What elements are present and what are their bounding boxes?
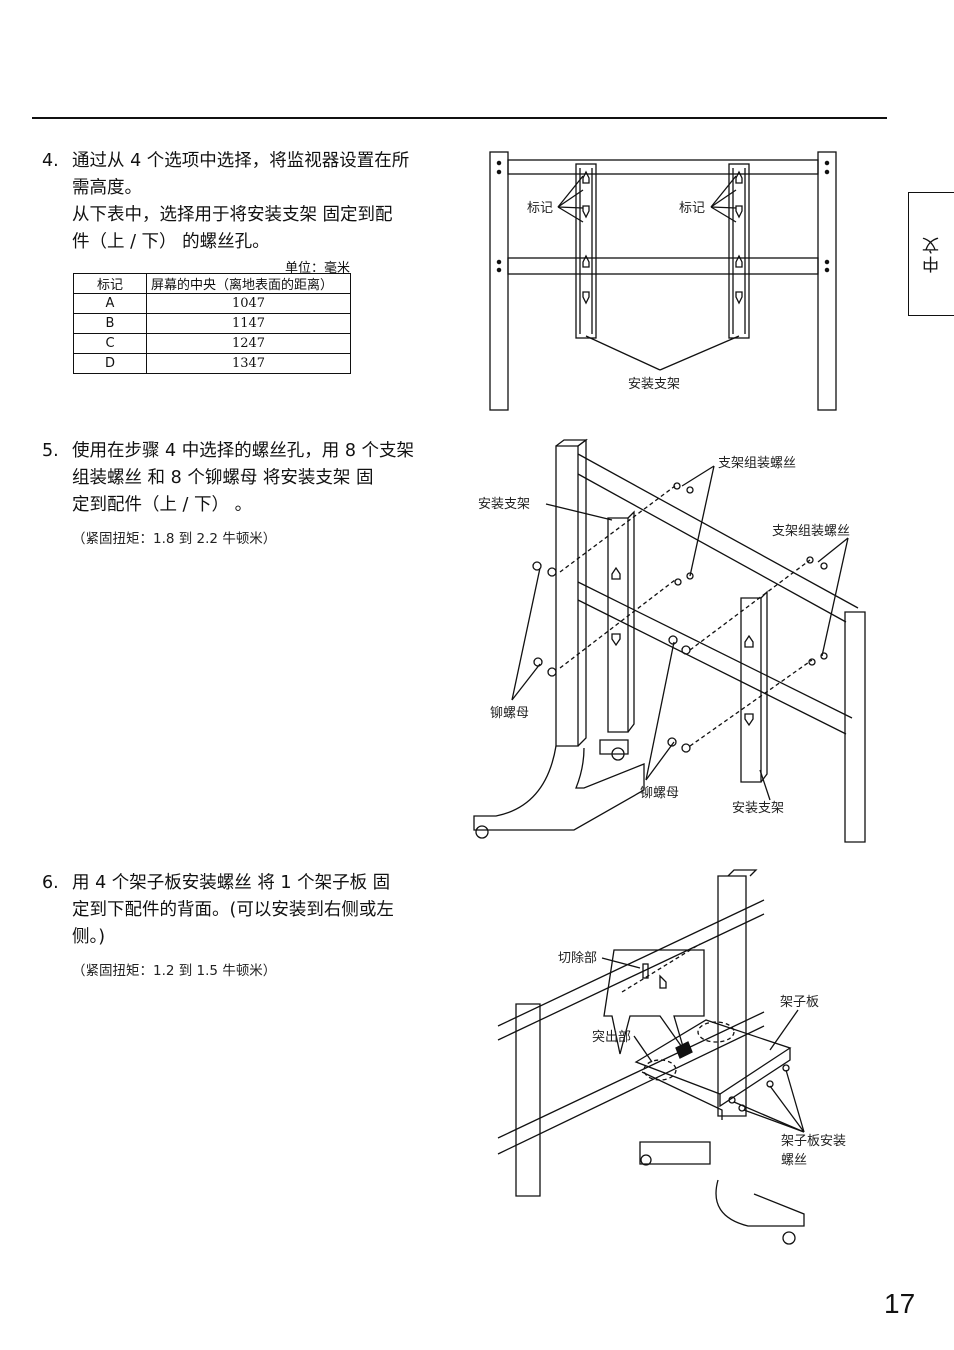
- figure-1-frame: [489, 151, 837, 411]
- table-row: C 1247: [73, 333, 351, 354]
- fig2-label-screws-right: 支架组装螺丝: [772, 524, 850, 539]
- fig1-label-mark-right: 标记: [679, 201, 705, 216]
- step-6-line-2: 定到下配件的背面。(可以安装到右侧或左: [72, 900, 394, 920]
- page-number: 17: [884, 1288, 916, 1319]
- fig3-label-protrusion: 突出部: [592, 1029, 631, 1045]
- header-rule: [32, 117, 887, 119]
- table-unit: 单位：毫米: [284, 261, 350, 276]
- table-header-mark: 标记: [73, 273, 147, 294]
- step-5-number: 5.: [42, 441, 59, 461]
- figure-3-shelf: [497, 869, 805, 1245]
- fig1-label-bracket: 安装支架: [628, 377, 680, 392]
- step-4-line-1: 通过从 4 个选项中选择，将监视器设置在所: [72, 151, 410, 171]
- fig3-label-shelf-screws-2: 螺丝: [781, 1153, 807, 1168]
- fig2-label-bracket-top: 安装支架: [478, 497, 530, 512]
- table-cell-height: 1147: [146, 313, 351, 334]
- fig2-label-screws-top: 支架组装螺丝: [718, 456, 796, 471]
- step-5-line-1: 使用在步骤 4 中选择的螺丝孔，用 8 个支架: [72, 441, 415, 461]
- step-4-line-3: 从下表中，选择用于将安装支架 固定到配: [72, 205, 393, 225]
- table-row: D 1347: [73, 353, 351, 374]
- step-6-line-3: 侧。): [72, 927, 106, 947]
- step-4-line-4: 件（上 / 下） 的螺丝孔。: [72, 232, 270, 252]
- fig3-label-cutout: 切除部: [558, 951, 597, 966]
- fig3-label-shelf: 架子板: [780, 995, 819, 1010]
- step-4: 4. 通过从 4 个选项中选择，将监视器设置在所 需高度。 从下表中，选择用于将安…: [42, 148, 442, 256]
- step-5-torque-note: （紧固扭矩：1.8 到 2.2 牛顿米）: [72, 531, 277, 547]
- height-table: 标记 屏幕的中央（离地表面的距离） A 1047 B 1147 C 1247 D…: [73, 273, 351, 374]
- table-header-row: 标记 屏幕的中央（离地表面的距离）: [73, 273, 351, 294]
- fig2-label-nuts-left: 铆螺母: [490, 706, 529, 721]
- step-5-line-2: 组装螺丝 和 8 个铆螺母 将安装支架 固: [72, 468, 374, 488]
- step-6: 6. 用 4 个架子板安装螺丝 将 1 个架子板 固 定到下配件的背面。(可以安装…: [42, 870, 442, 979]
- step-4-number: 4.: [42, 151, 59, 171]
- table-cell-height: 1347: [146, 353, 351, 374]
- fig2-label-nuts-bottom: 铆螺母: [640, 786, 679, 801]
- language-tab: 中文: [908, 192, 954, 316]
- step-4-line-2: 需高度。: [72, 178, 142, 198]
- figure-2-assembly: [473, 438, 866, 843]
- fig1-label-mark-left: 标记: [527, 201, 553, 216]
- step-6-line-1: 用 4 个架子板安装螺丝 将 1 个架子板 固: [72, 873, 391, 893]
- table-header-height: 屏幕的中央（离地表面的距离）: [146, 273, 351, 294]
- step-5-line-3: 定到配件（上 / 下） 。: [72, 495, 253, 515]
- step-6-torque-note: （紧固扭矩：1.2 到 1.5 牛顿米）: [72, 963, 277, 979]
- step-5: 5. 使用在步骤 4 中选择的螺丝孔，用 8 个支架 组装螺丝 和 8 个铆螺母 …: [42, 438, 442, 547]
- table-row: B 1147: [73, 313, 351, 334]
- fig3-label-shelf-screws-1: 架子板安装: [781, 1134, 846, 1149]
- table-cell-height: 1047: [146, 293, 351, 314]
- fig2-label-bracket-bottom: 安装支架: [732, 801, 784, 816]
- step-6-number: 6.: [42, 873, 59, 893]
